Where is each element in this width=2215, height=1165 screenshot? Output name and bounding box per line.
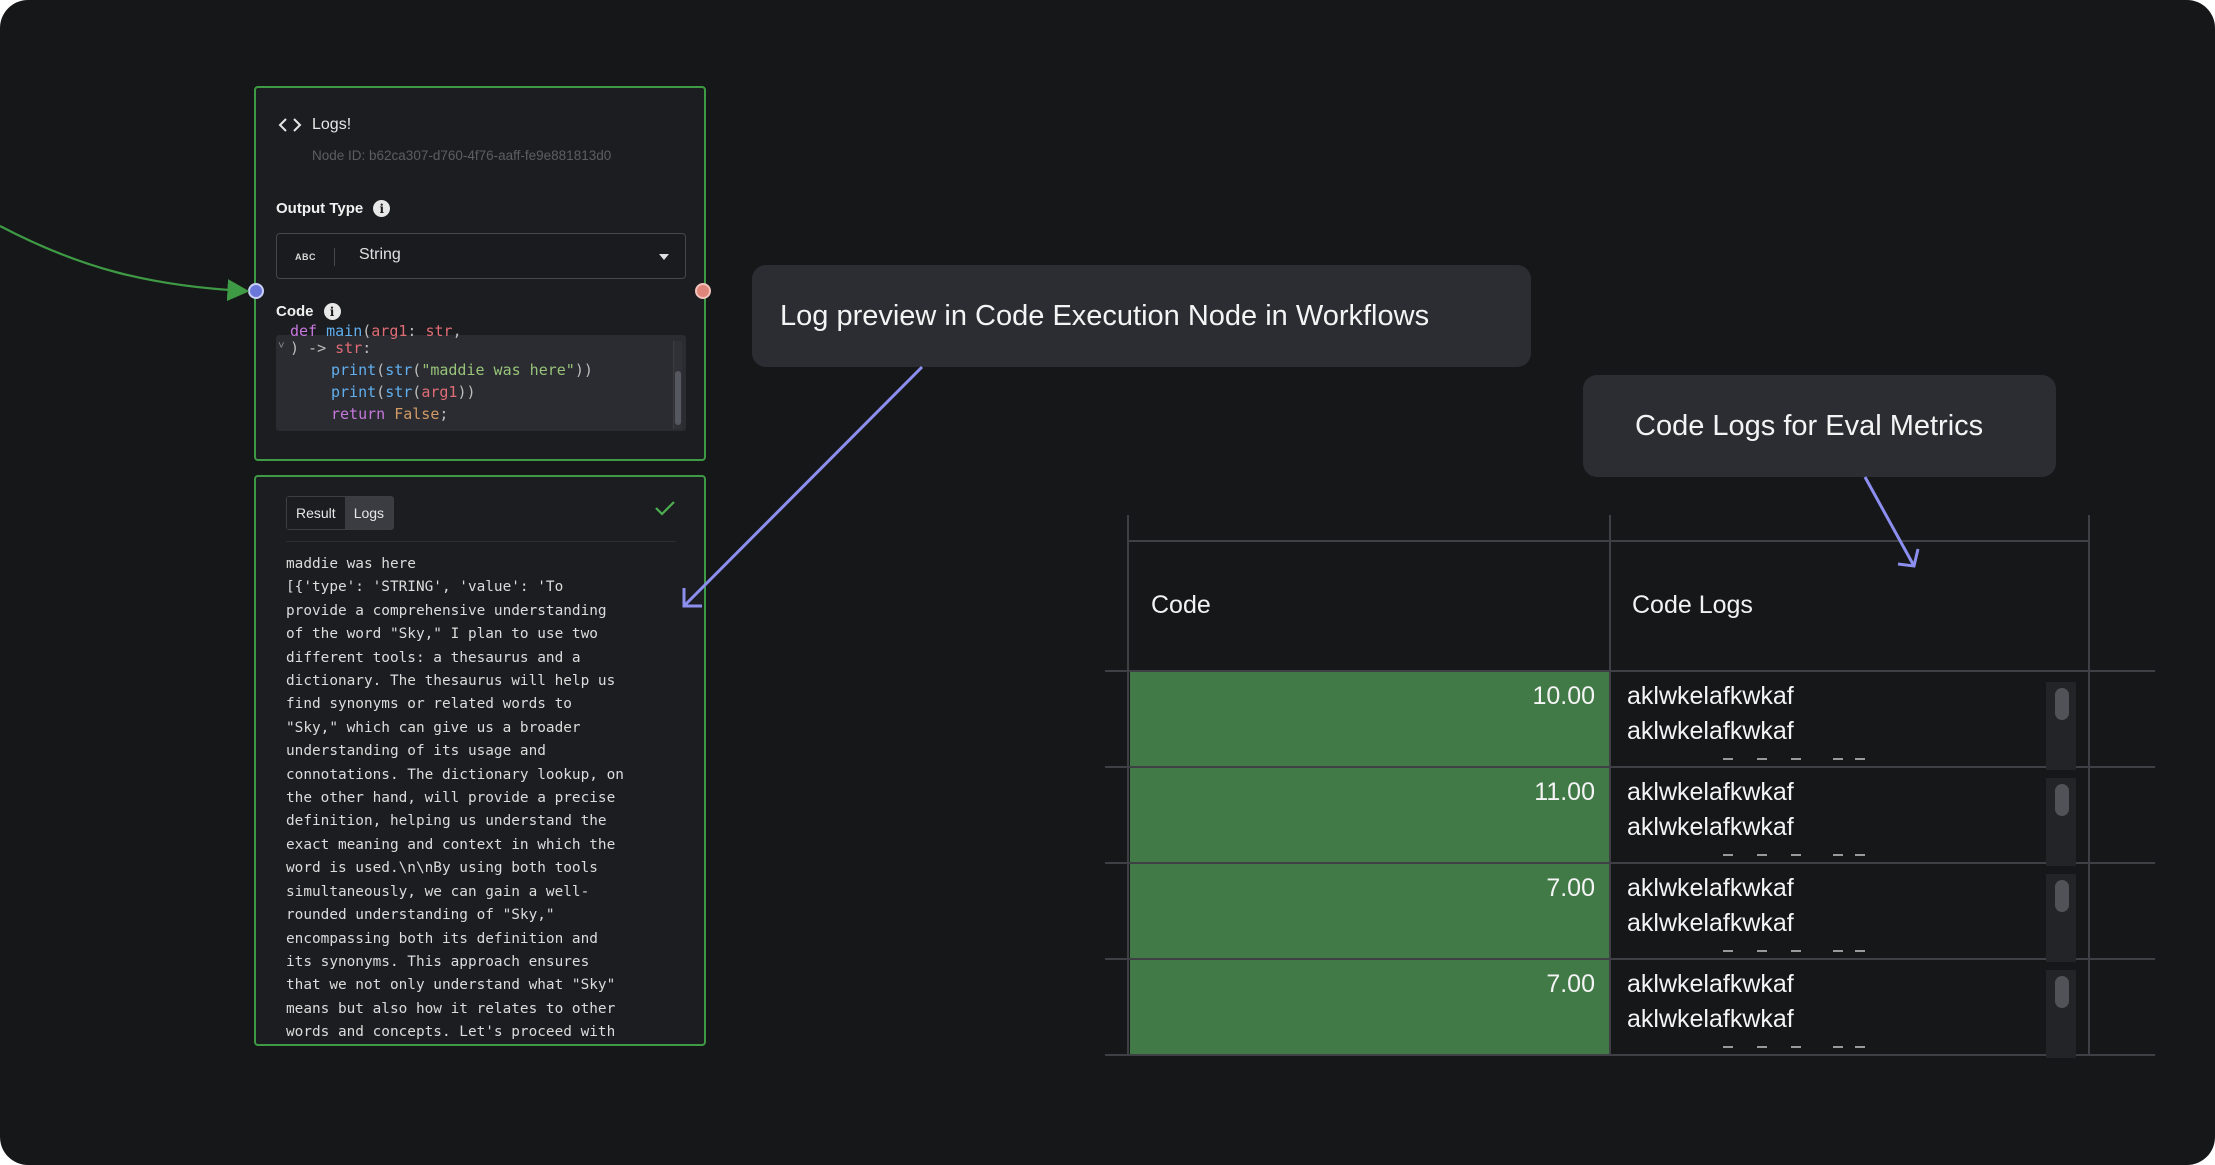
string-type-icon: ABC: [295, 248, 335, 266]
code-log-line: aklwkelafkwkaf: [1627, 1005, 1794, 1033]
log-line: understanding of its usage and: [286, 743, 546, 760]
log-line: "Sky," which can give us a broader: [286, 719, 581, 736]
score-cell[interactable]: 7.00: [1130, 864, 1609, 958]
code-log-line: aklwkelafkwkaf: [1627, 813, 1794, 841]
node-id: Node ID: b62ca307-d760-4f76-aaff-fe9e881…: [312, 148, 612, 163]
code-label: Code i: [276, 303, 341, 320]
code-execution-node[interactable]: Logs! Node ID: b62ca307-d760-4f76-aaff-f…: [254, 86, 706, 461]
code-scrollbar[interactable]: [673, 341, 682, 429]
tab-result[interactable]: Result: [287, 497, 345, 529]
log-line: maddie was here: [286, 556, 416, 572]
output-type-select[interactable]: ABC String: [276, 233, 686, 279]
column-border: [1609, 515, 1611, 1056]
cell-scrollbar[interactable]: [2046, 970, 2076, 1058]
cell-scroll-thumb[interactable]: [2055, 688, 2069, 720]
log-line: encompassing both its definition and: [286, 930, 598, 947]
score-value: 10.00: [1532, 682, 1595, 710]
code-line-4: print(str(arg1)): [331, 383, 476, 401]
log-line: rounded understanding of "Sky,": [286, 907, 555, 924]
code-logs-cell[interactable]: aklwkelafkwkaf aklwkelafkwkaf: [1611, 960, 2089, 1058]
code-logs-cell[interactable]: aklwkelafkwkaf aklwkelafkwkaf: [1611, 768, 2089, 866]
tab-divider: [286, 541, 676, 542]
cell-scrollbar[interactable]: [2046, 778, 2076, 866]
row-divider: [1105, 862, 2155, 864]
cell-scroll-thumb[interactable]: [2055, 880, 2069, 912]
result-logs-tabs: Result Logs: [286, 496, 395, 530]
log-output: maddie was here [{'type': 'STRING', 'valu…: [286, 553, 686, 1045]
code-logs-cell[interactable]: aklwkelafkwkaf aklwkelafkwkaf: [1611, 672, 2089, 770]
cell-scroll-thumb[interactable]: [2055, 784, 2069, 816]
log-line: its synonyms. This approach ensures: [286, 953, 590, 970]
callout-workflow-logs: Log preview in Code Execution Node in Wo…: [752, 265, 1531, 367]
table-top-border: [1127, 540, 2090, 542]
code-log-line: aklwkelafkwkaf: [1627, 682, 1794, 710]
info-icon[interactable]: i: [323, 303, 341, 320]
output-port[interactable]: [695, 283, 711, 299]
table-header-border: [1105, 670, 2155, 672]
code-log-line: aklwkelafkwkaf: [1627, 717, 1794, 745]
column-header-code[interactable]: Code: [1151, 591, 1211, 619]
code-log-line: aklwkelafkwkaf: [1627, 874, 1794, 902]
score-value: 7.00: [1546, 874, 1595, 902]
log-line: connotations. The dictionary lookup, on: [286, 766, 624, 783]
fold-chevron-icon[interactable]: ˅: [278, 339, 285, 352]
tab-logs[interactable]: Logs: [344, 497, 394, 529]
code-editor[interactable]: def main(arg1: str, ˅ ) -> str: print(st…: [276, 322, 686, 431]
code-line-2: ) -> str:: [290, 339, 372, 357]
output-type-value: String: [359, 246, 401, 263]
score-cell[interactable]: 7.00: [1130, 960, 1609, 1054]
input-port[interactable]: [248, 283, 264, 299]
log-line: word is used.\n\nBy using both tools: [286, 860, 598, 877]
code-logs-cell[interactable]: aklwkelafkwkaf aklwkelafkwkaf: [1611, 864, 2089, 962]
log-line: provide a comprehensive understanding: [286, 602, 607, 619]
node-title: Logs!: [312, 116, 352, 133]
log-line: definition, helping us understand the: [286, 813, 607, 830]
column-border: [1127, 515, 1129, 1056]
score-value: 7.00: [1546, 970, 1595, 998]
log-line: simultaneously, we can gain a well-: [286, 883, 590, 900]
log-line: that we not only understand what "Sky": [286, 977, 616, 994]
log-line: exact meaning and context in which the: [286, 836, 616, 853]
score-cell[interactable]: 11.00: [1130, 768, 1609, 862]
row-divider: [1105, 958, 2155, 960]
cell-scrollbar[interactable]: [2046, 874, 2076, 962]
info-icon[interactable]: i: [373, 200, 391, 217]
column-header-code-logs[interactable]: Code Logs: [1632, 591, 1753, 619]
check-icon: [655, 501, 675, 516]
clipped-text-fragment: [1723, 950, 1865, 958]
code-log-line: aklwkelafkwkaf: [1627, 970, 1794, 998]
code-line-5: return False;: [331, 405, 449, 423]
table-bottom-border: [1105, 1054, 2155, 1056]
node-header: Logs!: [278, 116, 351, 134]
score-value: 11.00: [1534, 778, 1595, 806]
score-cell[interactable]: 10.00: [1130, 672, 1609, 766]
log-line: find synonyms or related words to: [286, 696, 572, 713]
callout-eval-logs: Code Logs for Eval Metrics: [1583, 375, 2056, 477]
chevron-down-icon: [659, 254, 669, 260]
log-line: [{'type': 'STRING', 'value': 'To: [286, 579, 564, 596]
row-divider: [1105, 766, 2155, 768]
column-border: [2088, 515, 2090, 1056]
clipped-text-fragment: [1723, 758, 1865, 766]
log-line: means but also how it relates to other: [286, 1000, 616, 1017]
code-log-line: aklwkelafkwkaf: [1627, 778, 1794, 806]
clipped-text-fragment: [1723, 854, 1865, 862]
code-line-3: print(str("maddie was here")): [331, 361, 593, 379]
log-line: the other hand, will provide a precise: [286, 790, 616, 807]
log-line: dictionary. The thesaurus will help us: [286, 673, 616, 690]
output-type-label: Output Type i: [276, 200, 391, 217]
logs-preview-panel: Result Logs maddie was here [{'type': 'ST…: [254, 475, 706, 1046]
log-line: of the word "Sky," I plan to use two: [286, 626, 598, 643]
cell-scroll-thumb[interactable]: [2055, 976, 2069, 1008]
code-scroll-thumb[interactable]: [675, 371, 681, 425]
code-log-line: aklwkelafkwkaf: [1627, 909, 1794, 937]
code-line-1: def main(arg1: str,: [290, 322, 462, 340]
log-line: words and concepts. Let's proceed with: [286, 1024, 616, 1041]
cell-scrollbar[interactable]: [2046, 682, 2076, 770]
clipped-text-fragment: [1723, 1046, 1865, 1054]
code-brackets-icon: [278, 118, 302, 132]
log-line: different tools: a thesaurus and a: [286, 649, 581, 666]
